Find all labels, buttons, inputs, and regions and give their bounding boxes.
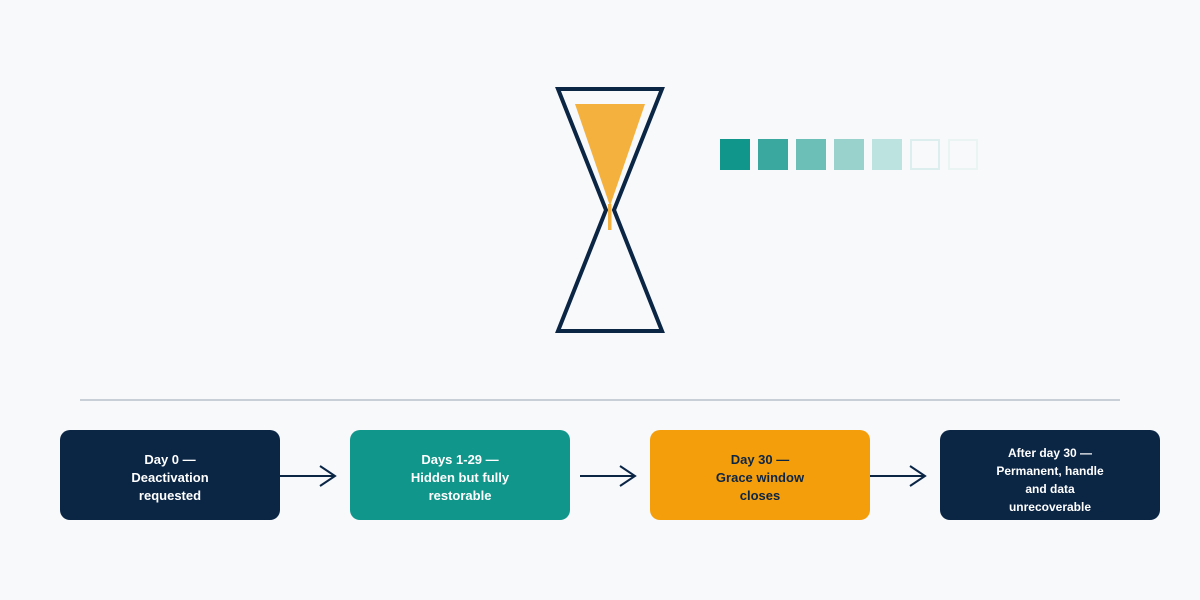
step-after-day-30-line-4: unrecoverable: [1008, 500, 1092, 514]
step-after-day-30: After day 30 — Permanent, handle and dat…: [940, 430, 1160, 520]
countdown-cell: [720, 139, 750, 170]
step-days-1-29-line-2: Hidden but fully: [410, 470, 510, 485]
hourglass-sand-stream: [608, 204, 612, 230]
step-day-30-line-3: closes: [739, 488, 781, 503]
step-after-day-30-line-2: Permanent, handle: [996, 464, 1104, 478]
step-days-1-29-title: Days 1-29 —: [421, 452, 499, 467]
step-days-1-29-line-3: restorable: [428, 488, 492, 503]
step-day-0-line-3: requested: [138, 488, 202, 503]
hourglass-sand-top: [575, 104, 645, 206]
step-day-0-line-2: Deactivation: [131, 470, 209, 485]
step-day-0-title: Day 0 —: [144, 452, 196, 467]
arrow-right-icon: [580, 465, 637, 487]
countdown-cell: [872, 139, 902, 170]
step-day-30-title: Day 30 —: [730, 452, 790, 467]
step-day-30: Day 30 — Grace window closes: [650, 430, 870, 520]
countdown-gauge: [720, 139, 978, 170]
countdown-cell: [948, 139, 978, 170]
hourglass-icon: [555, 87, 665, 333]
countdown-cell: [758, 139, 788, 170]
step-after-day-30-line-3: and data: [1025, 482, 1075, 496]
step-day-0: Day 0 — Deactivation requested: [60, 430, 280, 520]
divider: [80, 399, 1120, 401]
countdown-cell: [834, 139, 864, 170]
step-day-30-line-2: Grace window: [715, 470, 805, 485]
countdown-cell: [796, 139, 826, 170]
arrow-right-icon: [870, 465, 927, 487]
step-days-1-29: Days 1-29 — Hidden but fully restorable: [350, 430, 570, 520]
step-after-day-30-title: After day 30 —: [1007, 446, 1093, 460]
countdown-cell: [910, 139, 940, 170]
arrow-right-icon: [280, 465, 337, 487]
hourglass-frame: [555, 87, 665, 333]
